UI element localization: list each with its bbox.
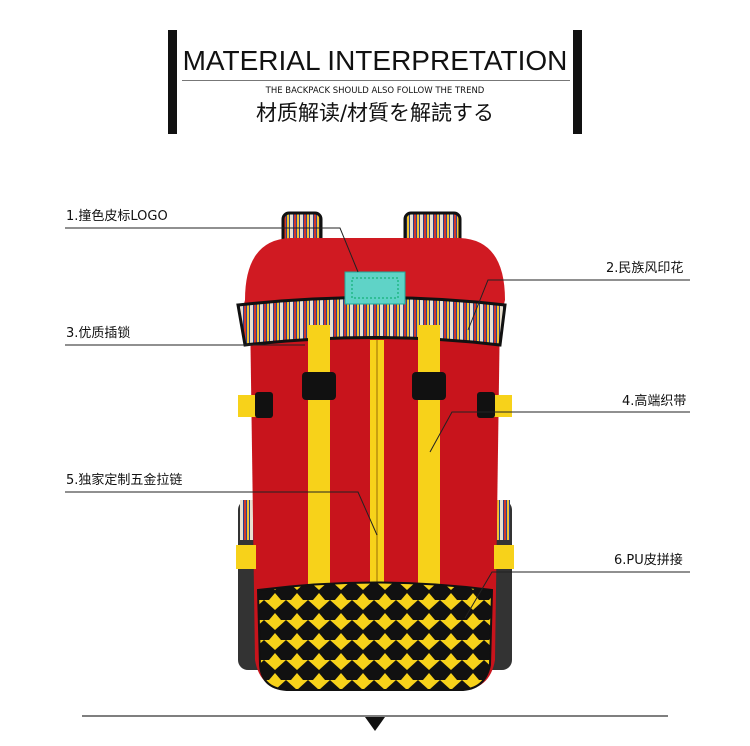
pu-leather-bottom: [256, 581, 494, 691]
logo-patch: [344, 271, 406, 305]
callout-lines: [65, 227, 690, 619]
callout-ethnic-print: 2.民族风印花: [606, 261, 684, 276]
buckle-right: [412, 372, 446, 400]
callout-logo: 1.撞色皮标LOGO: [66, 209, 168, 224]
header-right-bar: [573, 30, 582, 134]
callout-pu-leather: 6.PU皮拼接: [614, 553, 683, 568]
webbing-strap-left: [308, 325, 330, 595]
down-arrow-icon: [365, 717, 385, 731]
ethnic-print-band: [236, 296, 507, 347]
callout-zipper: 5.独家定制五金拉链: [66, 473, 183, 488]
title-divider: [182, 80, 570, 81]
page-subtitle: THE BACKPACK SHOULD ALSO FOLLOW THE TREN…: [265, 86, 485, 96]
webbing-strap-right: [418, 325, 440, 595]
callout-lock: 3.优质插锁: [66, 326, 131, 341]
callout-webbing: 4.高端织带: [622, 394, 687, 409]
chinese-title: 材质解读/材質を解読する: [255, 101, 495, 125]
buckle-left: [302, 372, 336, 400]
header-left-bar: [168, 30, 177, 134]
page-title: MATERIAL INTERPRETATION: [182, 45, 568, 76]
